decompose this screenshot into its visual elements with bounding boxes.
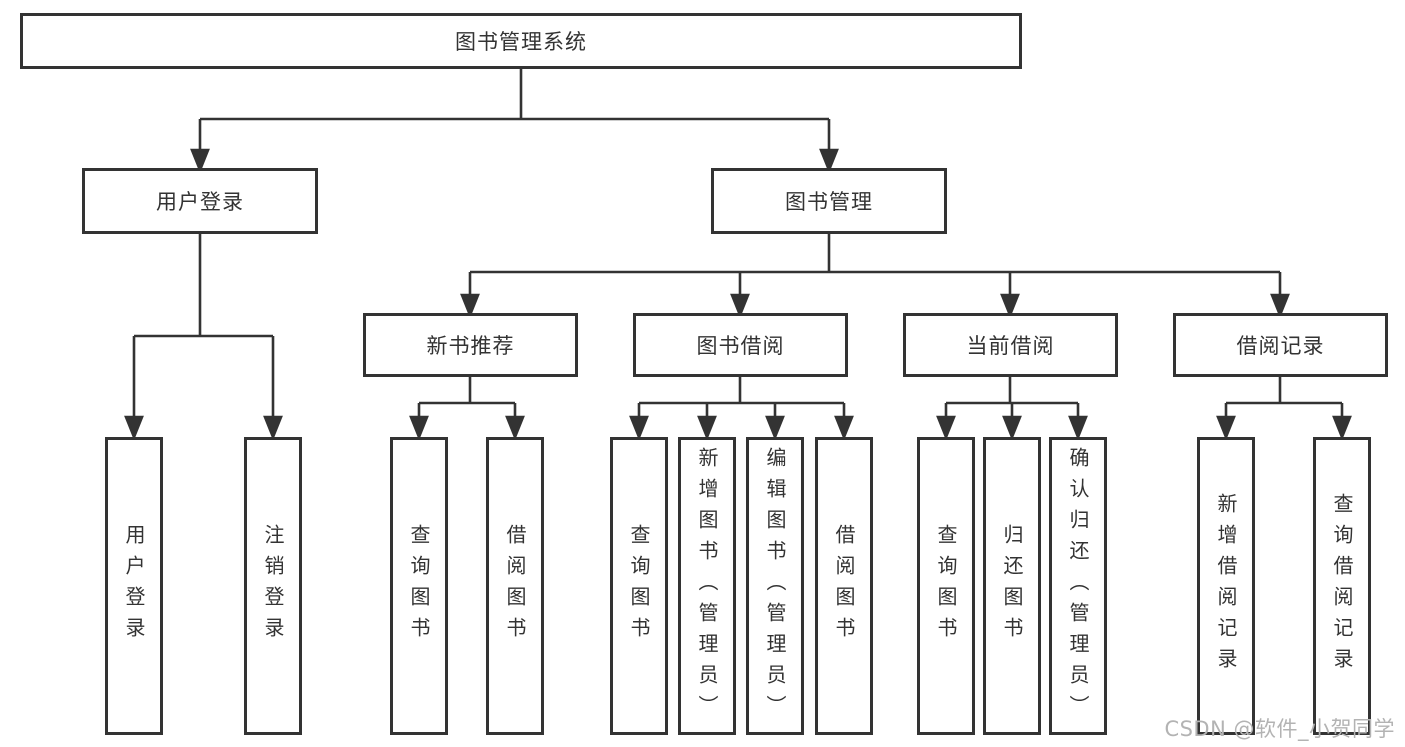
arrowhead (263, 415, 283, 441)
leaf-query-books-recommend: 查询图书 (390, 437, 448, 735)
leaf-label: 借阅图书 (832, 524, 856, 648)
leaf-label: 归还图书 (1000, 524, 1024, 648)
arrowhead (1002, 415, 1022, 441)
arrowhead (460, 293, 480, 319)
leaf-logout: 注销登录 (244, 437, 302, 735)
node-label: 用户登录 (156, 190, 244, 214)
leaf-edit-book-admin: 编辑图书（管理员） (746, 437, 804, 735)
node-label: 图书借阅 (696, 334, 785, 358)
node-label: 新书推荐 (426, 334, 515, 358)
leaf-label: 新增借阅记录 (1214, 493, 1238, 679)
node-label: 当前借阅 (966, 334, 1055, 358)
arrowhead (765, 415, 785, 441)
node-user-login: 用户登录 (82, 168, 318, 234)
node-borrowing-records: 借阅记录 (1173, 313, 1388, 377)
node-book-management: 图书管理 (711, 168, 947, 234)
node-library-management-system: 图书管理系统 (20, 13, 1022, 69)
leaf-label: 查询图书 (627, 524, 651, 648)
leaf-label: 查询借阅记录 (1330, 493, 1354, 679)
node-new-book-recommendation: 新书推荐 (363, 313, 578, 377)
arrowhead (730, 293, 750, 319)
leaf-label: 查询图书 (407, 524, 431, 648)
arrowhead (1270, 293, 1290, 319)
arrowhead (936, 415, 956, 441)
leaf-label: 查询图书 (934, 524, 958, 648)
leaf-user-login: 用户登录 (105, 437, 163, 735)
arrowhead (1000, 293, 1020, 319)
node-label: 借阅记录 (1236, 334, 1325, 358)
arrowhead (834, 415, 854, 441)
arrowhead (190, 148, 210, 174)
leaf-label: 编辑图书（管理员） (763, 446, 787, 726)
leaf-return-book: 归还图书 (983, 437, 1041, 735)
node-current-borrowing: 当前借阅 (903, 313, 1118, 377)
leaf-borrow-books: 借阅图书 (815, 437, 873, 735)
arrowhead (629, 415, 649, 441)
leaf-label: 借阅图书 (503, 524, 527, 648)
arrowhead (1068, 415, 1088, 441)
leaf-query-books-current: 查询图书 (917, 437, 975, 735)
leaf-label: 注销登录 (261, 524, 285, 648)
arrowhead (505, 415, 525, 441)
leaf-borrow-books-recommend: 借阅图书 (486, 437, 544, 735)
leaf-add-borrow-record: 新增借阅记录 (1197, 437, 1255, 735)
node-label: 图书管理 (785, 190, 873, 214)
arrowhead (697, 415, 717, 441)
leaf-label: 用户登录 (122, 524, 146, 648)
arrowhead (819, 148, 839, 174)
leaf-confirm-return-admin: 确认归还（管理员） (1049, 437, 1107, 735)
leaf-label: 新增图书（管理员） (695, 446, 719, 726)
node-book-borrowing: 图书借阅 (633, 313, 848, 377)
arrowhead (1216, 415, 1236, 441)
leaf-query-borrow-record: 查询借阅记录 (1313, 437, 1371, 735)
leaf-label: 确认归还（管理员） (1066, 446, 1090, 726)
node-label: 图书管理系统 (455, 30, 587, 54)
arrowhead (1332, 415, 1352, 441)
arrowhead (124, 415, 144, 441)
csdn-watermark: CSDN @软件_小贺同学 (1164, 717, 1395, 741)
leaf-add-book-admin: 新增图书（管理员） (678, 437, 736, 735)
leaf-query-books-borrow: 查询图书 (610, 437, 668, 735)
arrowhead (409, 415, 429, 441)
